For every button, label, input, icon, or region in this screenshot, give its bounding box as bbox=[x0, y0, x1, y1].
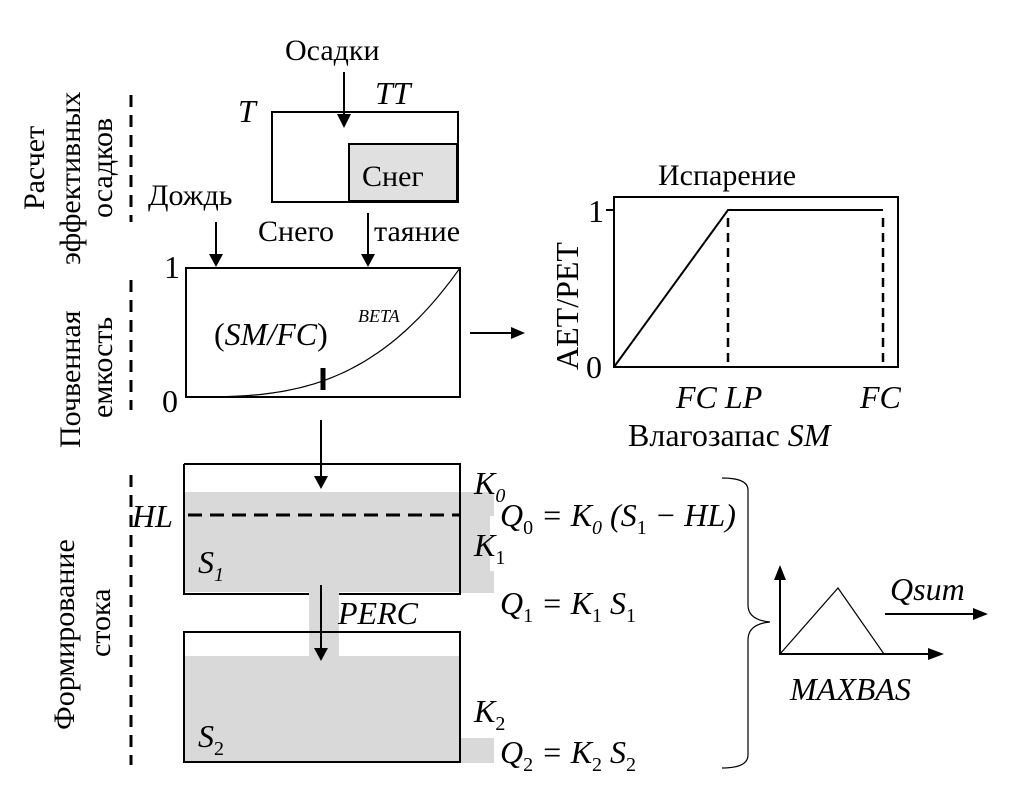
perc-label: PERC bbox=[337, 595, 419, 631]
soil-y-top: 1 bbox=[164, 249, 180, 285]
k2-label: K2 bbox=[473, 693, 505, 735]
evap-title: Испарение bbox=[658, 159, 796, 192]
q1-equation: Q1 = K1 S1 bbox=[500, 585, 636, 627]
label-line-2: емкость bbox=[86, 317, 119, 418]
formula-close-paren: ) bbox=[317, 316, 328, 352]
upper-zone-fill bbox=[184, 492, 490, 592]
formula-open-paren: ( bbox=[214, 316, 225, 352]
label-line-1: Почвенная bbox=[54, 310, 87, 448]
upper-zone: HL S1 K0 K1 PERC bbox=[131, 455, 505, 661]
hl-label: HL bbox=[131, 498, 173, 534]
soil-formula-exponent: BETA bbox=[358, 306, 401, 326]
q2-outlet bbox=[460, 738, 494, 763]
label-line-3: осадков bbox=[86, 118, 119, 218]
perc-arrow-head bbox=[314, 648, 328, 661]
label-line-2: стока bbox=[84, 589, 117, 657]
evap-y-top: 1 bbox=[588, 193, 604, 229]
formula-body: SM/FC bbox=[225, 316, 318, 352]
melt-label-left: Снего bbox=[258, 215, 334, 248]
sum-brace bbox=[721, 477, 771, 769]
qsum-label: Qsum bbox=[890, 571, 965, 607]
section-label-effective-precip: Расчет эффективных осадков bbox=[18, 92, 119, 265]
to-evap-arrow-icon bbox=[511, 327, 525, 339]
snow-pack bbox=[348, 143, 458, 202]
melt-label-right: таяние bbox=[374, 215, 460, 248]
label-line-1: Формирование bbox=[48, 539, 81, 730]
xlabel-text: Влагозапас bbox=[628, 417, 780, 453]
q1-outlet bbox=[460, 571, 494, 593]
soil-routine: 1 0 (SM/FC) BETA bbox=[162, 249, 525, 455]
evap-curve bbox=[613, 209, 883, 368]
evap-box bbox=[613, 196, 899, 368]
evap-xlabel: Влагозапас SM bbox=[628, 417, 833, 453]
soil-y-bottom: 0 bbox=[162, 383, 178, 419]
lower-zone-fill bbox=[184, 656, 460, 762]
melt-arrow-icon bbox=[361, 254, 375, 267]
inflow-arrow-icon bbox=[314, 476, 328, 489]
precip-arrow-icon bbox=[337, 114, 351, 128]
s1-label: S1 bbox=[198, 544, 224, 586]
lower-zone-box bbox=[183, 631, 461, 763]
evaporation-chart: Испарение AET/PET 1 0 FC LP FC Влагозапа… bbox=[549, 159, 902, 453]
section-label-runoff: Формирование стока bbox=[48, 539, 117, 730]
routing-y-arrow-icon bbox=[774, 565, 786, 580]
maxbas-label: MAXBAS bbox=[789, 671, 911, 707]
section-label-soil-capacity: Почвенная емкость bbox=[54, 310, 119, 448]
label-line-1: Расчет bbox=[18, 126, 51, 210]
q2-equation: Q2 = K2 S2 bbox=[500, 734, 636, 776]
k0-label: K0 bbox=[473, 465, 505, 507]
q0-equation: Q0 = K0 (S1 − HL) bbox=[500, 497, 736, 539]
routing-x-arrow-icon bbox=[928, 648, 944, 660]
rain-arrow-icon bbox=[209, 254, 223, 267]
q0-outlet bbox=[460, 492, 494, 516]
evap-x-tick-lp: FC LP bbox=[675, 379, 762, 415]
soil-formula: (SM/FC) bbox=[214, 316, 328, 352]
k1-label: K1 bbox=[473, 527, 505, 569]
s2-label: S2 bbox=[198, 718, 224, 760]
qsum-arrow-icon bbox=[973, 608, 988, 620]
xlabel-var: SM bbox=[788, 417, 833, 453]
rain-label: Дождь bbox=[148, 179, 232, 212]
routing-chart: MAXBAS Qsum bbox=[774, 565, 988, 707]
snow-routine: Осадки T TT Снег Дождь Снего таяние bbox=[148, 34, 460, 267]
evap-y-bottom: 0 bbox=[586, 349, 602, 385]
label-line-2: эффективных bbox=[54, 92, 87, 265]
precip-label: Осадки bbox=[285, 34, 380, 67]
tt-label: TT bbox=[375, 75, 413, 111]
evap-x-tick-fc: FC bbox=[859, 379, 902, 415]
t-label: T bbox=[238, 93, 258, 129]
soil-box bbox=[185, 267, 461, 398]
evap-ylabel: AET/PET bbox=[549, 242, 585, 370]
snow-label: Снег bbox=[362, 160, 424, 193]
routing-triangle bbox=[779, 587, 885, 655]
lower-zone: S2 K2 bbox=[183, 631, 505, 763]
